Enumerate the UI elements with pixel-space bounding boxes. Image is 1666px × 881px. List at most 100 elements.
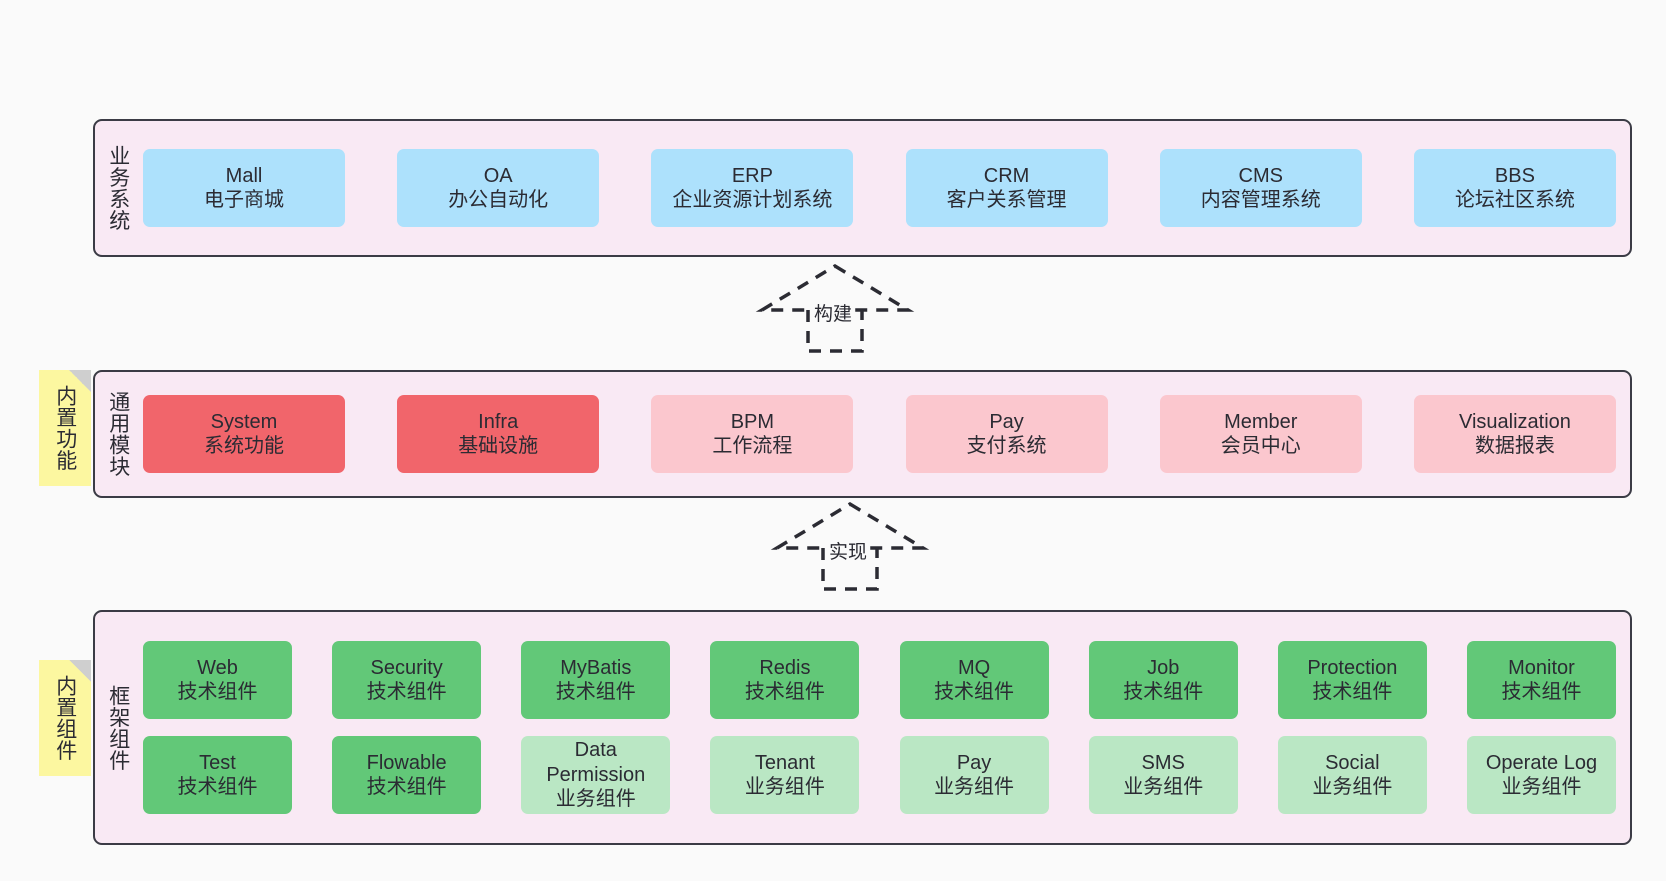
node-system-en: System [210, 410, 278, 433]
node-mall-zh: 电子商城 [204, 189, 284, 211]
node-sms-en: SMS [1141, 751, 1185, 774]
node-monitor-zh: 技术组件 [1501, 681, 1582, 703]
layer-framework-components-label: 框架组件 [106, 684, 130, 771]
layer-business-system-label: 业务系统 [106, 145, 130, 231]
node-web-en: Web [197, 656, 238, 679]
node-crm-zh: 客户关系管理 [946, 189, 1067, 211]
node-security[interactable]: Security 技术组件 [332, 641, 482, 719]
node-web[interactable]: Web 技术组件 [143, 641, 292, 719]
node-infra-en: Infra [478, 410, 519, 433]
node-tenant-zh: 业务组件 [744, 776, 825, 798]
node-data-permission-zh: 业务组件 [555, 788, 636, 811]
layer-business-system: 业务系统 Mall 电子商城 OA 办公自动化 ERP 企业资源计划系统 CRM… [93, 119, 1632, 257]
node-visualization-en: Visualization [1458, 410, 1571, 433]
node-redis-zh: 技术组件 [744, 681, 825, 703]
node-sms[interactable]: SMS 业务组件 [1088, 736, 1238, 814]
node-oa-zh: 办公自动化 [448, 189, 549, 211]
node-pay-component[interactable]: Pay 业务组件 [899, 736, 1049, 814]
node-mybatis-zh: 技术组件 [555, 681, 636, 703]
connector-build-label: 构建 [811, 299, 856, 326]
layer-framework-components-body: Web 技术组件 Security 技术组件 MyBatis 技术组件 Redi… [141, 612, 1630, 843]
note-builtin-components: 内置组件 [39, 660, 91, 776]
framework-tech-row: Web 技术组件 Security 技术组件 MyBatis 技术组件 Redi… [143, 641, 1616, 719]
node-infra-zh: 基础设施 [458, 435, 539, 457]
node-erp-en: ERP [731, 164, 773, 187]
node-pay-component-en: Pay [956, 751, 992, 774]
note-builtin-features-label: 内置功能 [53, 385, 77, 471]
node-cms[interactable]: CMS 内容管理系统 [1159, 149, 1362, 227]
node-pay-module[interactable]: Pay 支付系统 [905, 395, 1108, 473]
node-visualization[interactable]: Visualization 数据报表 [1413, 395, 1616, 473]
node-mybatis-en: MyBatis [560, 656, 632, 679]
node-crm-en: CRM [983, 164, 1030, 187]
node-bbs[interactable]: BBS 论坛社区系统 [1413, 149, 1616, 227]
connector-implement: 实现 [770, 501, 930, 591]
node-cms-zh: 内容管理系统 [1200, 189, 1321, 211]
node-monitor[interactable]: Monitor 技术组件 [1466, 641, 1616, 719]
node-mall[interactable]: Mall 电子商城 [143, 149, 345, 227]
layer-framework-components: 框架组件 Web 技术组件 Security 技术组件 MyBatis 技术组件… [93, 610, 1632, 845]
node-flowable-zh: 技术组件 [366, 776, 447, 798]
node-mall-en: Mall [225, 164, 263, 187]
node-redis-en: Redis [759, 656, 811, 679]
node-bbs-en: BBS [1494, 164, 1535, 187]
node-social[interactable]: Social 业务组件 [1277, 736, 1427, 814]
node-member[interactable]: Member 会员中心 [1159, 395, 1362, 473]
layer-common-modules: 通用模块 System 系统功能 Infra 基础设施 BPM 工作流程 Pay… [93, 370, 1632, 498]
node-member-en: Member [1224, 410, 1298, 433]
node-bpm-zh: 工作流程 [712, 435, 793, 457]
node-social-en: Social [1325, 751, 1380, 774]
node-tenant-en: Tenant [754, 751, 815, 774]
node-job[interactable]: Job 技术组件 [1088, 641, 1238, 719]
node-pay-module-en: Pay [989, 410, 1024, 433]
node-operate-log[interactable]: Operate Log 业务组件 [1466, 736, 1616, 814]
node-mybatis[interactable]: MyBatis 技术组件 [521, 641, 671, 719]
node-operate-log-zh: 业务组件 [1501, 776, 1582, 798]
node-system[interactable]: System 系统功能 [143, 395, 345, 473]
node-job-zh: 技术组件 [1123, 681, 1204, 703]
layer-common-modules-label: 通用模块 [106, 391, 130, 477]
node-security-zh: 技术组件 [366, 681, 447, 703]
node-sms-zh: 业务组件 [1123, 776, 1204, 798]
node-operate-log-en: Operate Log [1485, 751, 1598, 774]
node-cms-en: CMS [1238, 164, 1283, 187]
node-web-zh: 技术组件 [177, 681, 258, 703]
node-data-permission[interactable]: Data Permission 业务组件 [521, 736, 671, 814]
common-node-row: System 系统功能 Infra 基础设施 BPM 工作流程 Pay 支付系统… [143, 395, 1616, 473]
node-mq-en: MQ [957, 656, 991, 679]
business-node-row: Mall 电子商城 OA 办公自动化 ERP 企业资源计划系统 CRM 客户关系… [143, 149, 1616, 227]
node-protection[interactable]: Protection 技术组件 [1277, 641, 1427, 719]
note-fold-corner-icon [69, 660, 91, 682]
node-infra[interactable]: Infra 基础设施 [397, 395, 600, 473]
node-pay-module-zh: 支付系统 [966, 435, 1047, 457]
note-builtin-features: 内置功能 [39, 370, 91, 486]
node-security-en: Security [370, 656, 443, 679]
connector-implement-label: 实现 [826, 537, 871, 564]
node-mq[interactable]: MQ 技术组件 [899, 641, 1049, 719]
node-erp-zh: 企业资源计划系统 [672, 189, 833, 211]
node-flowable-en: Flowable [366, 751, 447, 774]
node-oa[interactable]: OA 办公自动化 [397, 149, 600, 227]
node-bpm-en: BPM [730, 410, 775, 433]
node-crm[interactable]: CRM 客户关系管理 [905, 149, 1108, 227]
node-visualization-zh: 数据报表 [1474, 435, 1555, 457]
layer-business-system-body: Mall 电子商城 OA 办公自动化 ERP 企业资源计划系统 CRM 客户关系… [141, 121, 1630, 255]
node-bbs-zh: 论坛社区系统 [1454, 189, 1575, 211]
node-protection-zh: 技术组件 [1312, 681, 1393, 703]
node-test[interactable]: Test 技术组件 [143, 736, 292, 814]
node-tenant[interactable]: Tenant 业务组件 [710, 736, 860, 814]
node-mq-zh: 技术组件 [934, 681, 1015, 703]
node-redis[interactable]: Redis 技术组件 [710, 641, 860, 719]
node-flowable[interactable]: Flowable 技术组件 [332, 736, 482, 814]
node-social-zh: 业务组件 [1312, 776, 1393, 798]
node-protection-en: Protection [1307, 656, 1398, 679]
node-oa-en: OA [483, 164, 513, 187]
node-test-zh: 技术组件 [177, 776, 258, 798]
node-test-en: Test [199, 751, 236, 774]
node-erp[interactable]: ERP 企业资源计划系统 [651, 149, 854, 227]
node-bpm[interactable]: BPM 工作流程 [651, 395, 854, 473]
node-job-en: Job [1147, 656, 1180, 679]
node-monitor-en: Monitor [1508, 656, 1575, 679]
framework-business-row: Test 技术组件 Flowable 技术组件 Data Permission … [143, 736, 1616, 814]
